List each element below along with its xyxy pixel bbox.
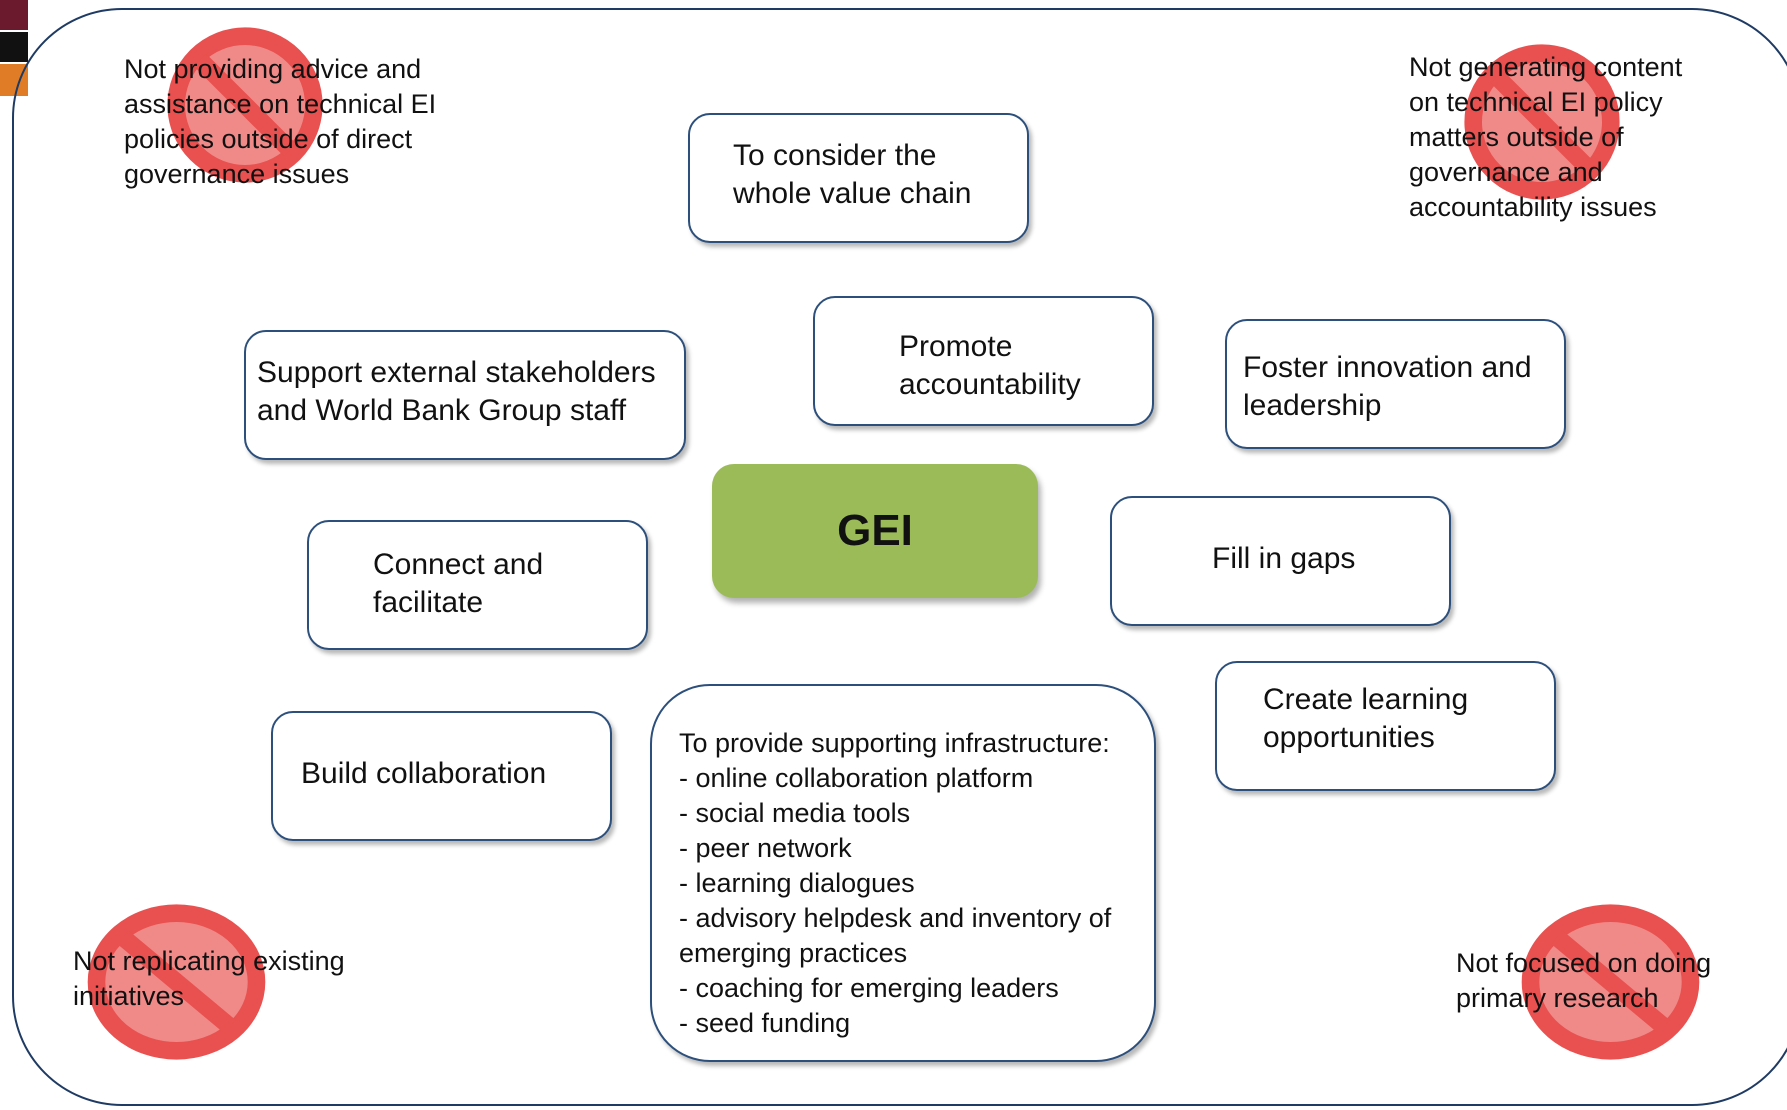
box-innovation-text: Foster innovation and leadership [1243,351,1532,422]
box-support: Support external stakeholders and World … [244,330,686,460]
exclusion-bottom-left: Not replicating existing initiatives [73,946,345,1011]
exclusion-top-left: Not providing advice and assistance on t… [124,54,437,189]
box-infrastructure-text: To provide supporting infrastructure: - … [679,728,1112,1038]
box-connect: Connect and facilitate [307,520,648,650]
box-accountability: Promote accountability [813,296,1154,426]
center-node-label: GEI [837,506,913,555]
box-innovation: Foster innovation and leadership [1225,319,1566,449]
box-gaps-text: Fill in gaps [1212,542,1356,575]
exclusion-bottom-right: Not focused on doing primary research [1456,948,1712,1013]
exclusion-top-right: Not generating content on technical EI p… [1409,52,1683,222]
box-connect-text: Connect and facilitate [373,548,544,619]
no-entry-icon [87,904,266,1060]
corner-bar-black [0,32,28,62]
box-support-text: Support external stakeholders and World … [257,356,656,427]
box-infrastructure: To provide supporting infrastructure: - … [650,684,1156,1062]
box-learning-text: Create learning opportunities [1263,683,1469,754]
box-value-chain: To consider the whole value chain [688,113,1029,243]
box-gaps: Fill in gaps [1110,496,1451,626]
box-collaboration: Build collaboration [271,711,612,841]
box-learning: Create learning opportunities [1215,661,1556,791]
outer-frame [12,8,1787,1106]
box-collaboration-text: Build collaboration [301,757,547,790]
center-node-gei: GEI [712,464,1038,598]
no-entry-icon [167,27,323,183]
no-entry-icon [1521,904,1700,1060]
box-accountability-text: Promote accountability [899,330,1081,401]
corner-bar-maroon [0,0,28,30]
no-entry-icon [1464,44,1620,200]
box-value-chain-text: To consider the whole value chain [733,139,972,210]
